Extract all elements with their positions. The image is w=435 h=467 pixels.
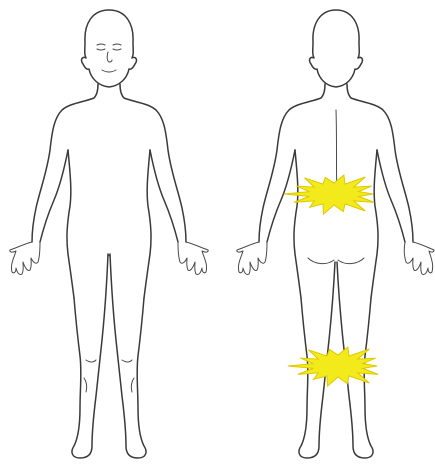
- front-legs: [72, 254, 146, 458]
- front-body-outline: [32, 84, 186, 242]
- back-body-figure: [237, 10, 434, 458]
- back-head: [310, 10, 363, 87]
- front-torso: [67, 150, 151, 298]
- back-buttocks: [308, 258, 364, 264]
- back-body-outline: [259, 84, 413, 242]
- front-knee-lines: [84, 360, 134, 392]
- pain-marker-back-of-knees: [288, 347, 378, 386]
- front-right-hand: [178, 242, 208, 275]
- front-face-features: [97, 44, 121, 72]
- back-left-hand: [237, 242, 267, 275]
- back-right-hand: [404, 242, 434, 275]
- front-body-figure: [10, 10, 208, 458]
- front-inner-arms: [40, 150, 178, 242]
- front-left-hand: [10, 242, 40, 275]
- front-head: [82, 10, 137, 87]
- back-torso: [294, 150, 378, 298]
